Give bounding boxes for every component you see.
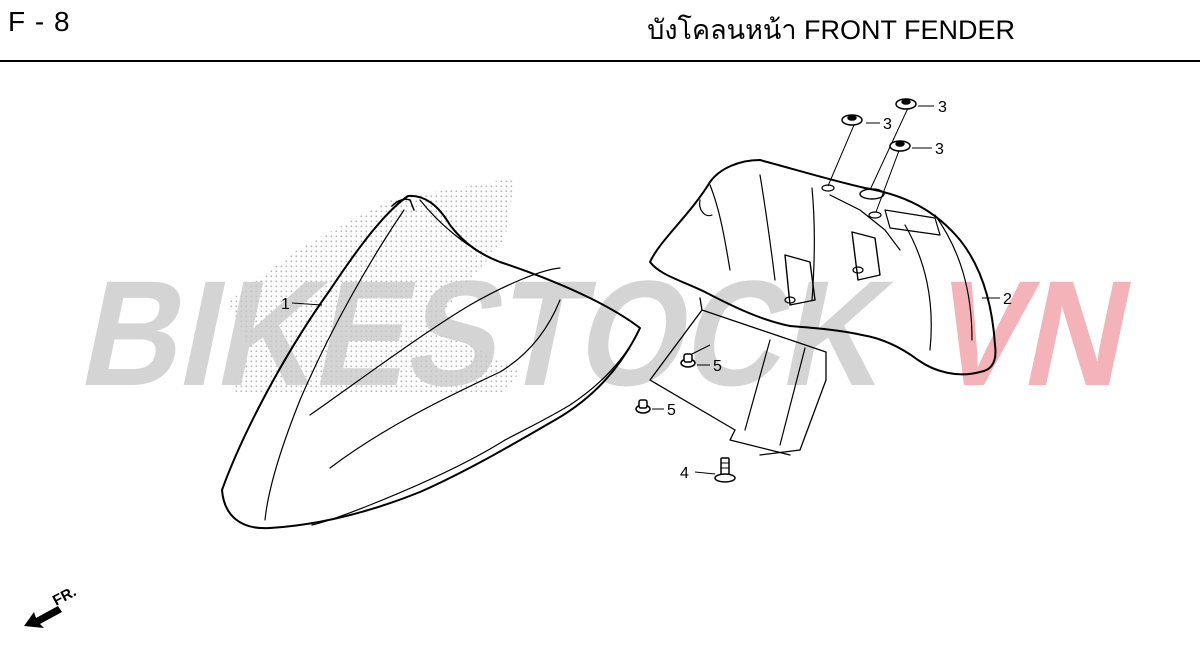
- front-direction-indicator: FR.: [24, 583, 79, 628]
- watermark-text-accent: VN: [921, 251, 1147, 418]
- screw-parts: [635, 344, 711, 414]
- bolt-part: [714, 457, 736, 483]
- clip-parts: [827, 98, 917, 213]
- front-fender-part: [221, 194, 641, 530]
- callout-5b: 5: [667, 402, 676, 419]
- inner-fender-part: [649, 159, 997, 456]
- direction-label: FR.: [50, 583, 79, 609]
- page-code: F - 8: [8, 6, 71, 37]
- header-divider: [0, 60, 1200, 62]
- page-header: F - 8 บังโคลนหน้า FRONT FENDER: [0, 0, 1200, 62]
- callout-4: 4: [680, 465, 689, 482]
- callout-5a: 5: [713, 358, 722, 375]
- callout-leaders: [291, 105, 1000, 475]
- callout-3c: 3: [935, 141, 944, 158]
- callout-labels: 1 2 3 3 3 4 5 5: [281, 99, 1012, 482]
- callout-3a: 3: [883, 116, 892, 133]
- callout-3b: 3: [938, 99, 947, 116]
- callout-2: 2: [1003, 291, 1012, 308]
- callout-1: 1: [281, 296, 290, 313]
- shading-halftone: [228, 178, 520, 392]
- direction-arrow-icon: [24, 606, 62, 628]
- watermark-text-main: BIKESTOCK: [69, 251, 905, 418]
- watermark: BIKESTOCK VN: [69, 251, 1147, 418]
- page-title: บังโคลนหน้า FRONT FENDER: [647, 15, 1015, 45]
